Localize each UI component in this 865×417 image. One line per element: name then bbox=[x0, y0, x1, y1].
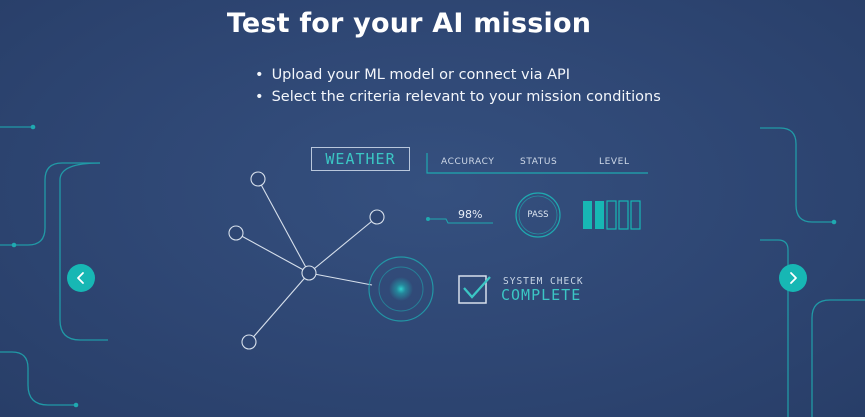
level-bar bbox=[595, 201, 604, 229]
feature-list: Upload your ML model or connect via API … bbox=[255, 64, 661, 108]
system-check-label: SYSTEM CHECK bbox=[503, 276, 584, 287]
right-circuit-lines bbox=[760, 127, 865, 417]
check-icon bbox=[458, 275, 491, 304]
level-bar bbox=[583, 201, 592, 229]
chevron-right-icon bbox=[790, 272, 797, 284]
level-bar bbox=[618, 200, 629, 230]
carousel-next-button[interactable] bbox=[779, 264, 807, 292]
level-meter bbox=[583, 200, 641, 230]
feature-item: Select the criteria relevant to your mis… bbox=[255, 86, 661, 108]
right-circuit-nodes bbox=[831, 219, 837, 225]
accuracy-connector bbox=[426, 217, 493, 224]
accuracy-value: 98% bbox=[458, 208, 483, 221]
level-bar bbox=[630, 200, 641, 230]
left-circuit-nodes bbox=[11, 124, 79, 408]
level-header: LEVEL bbox=[599, 157, 630, 167]
table-frame bbox=[426, 153, 648, 174]
carousel-prev-button[interactable] bbox=[67, 264, 95, 292]
level-bar bbox=[606, 200, 617, 230]
network-graph bbox=[228, 171, 385, 350]
left-circuit-lines bbox=[0, 126, 108, 406]
page-title: Test for your AI mission bbox=[226, 8, 592, 39]
chevron-left-icon bbox=[77, 272, 84, 284]
weather-label: WEATHER bbox=[311, 147, 410, 171]
status-ring bbox=[515, 192, 561, 238]
feature-item: Upload your ML model or connect via API bbox=[255, 64, 661, 86]
status-header: STATUS bbox=[520, 157, 558, 167]
system-check-status: COMPLETE bbox=[501, 286, 582, 304]
radar-target bbox=[368, 256, 434, 322]
status-value: PASS bbox=[527, 210, 549, 220]
accuracy-header: ACCURACY bbox=[441, 157, 495, 167]
